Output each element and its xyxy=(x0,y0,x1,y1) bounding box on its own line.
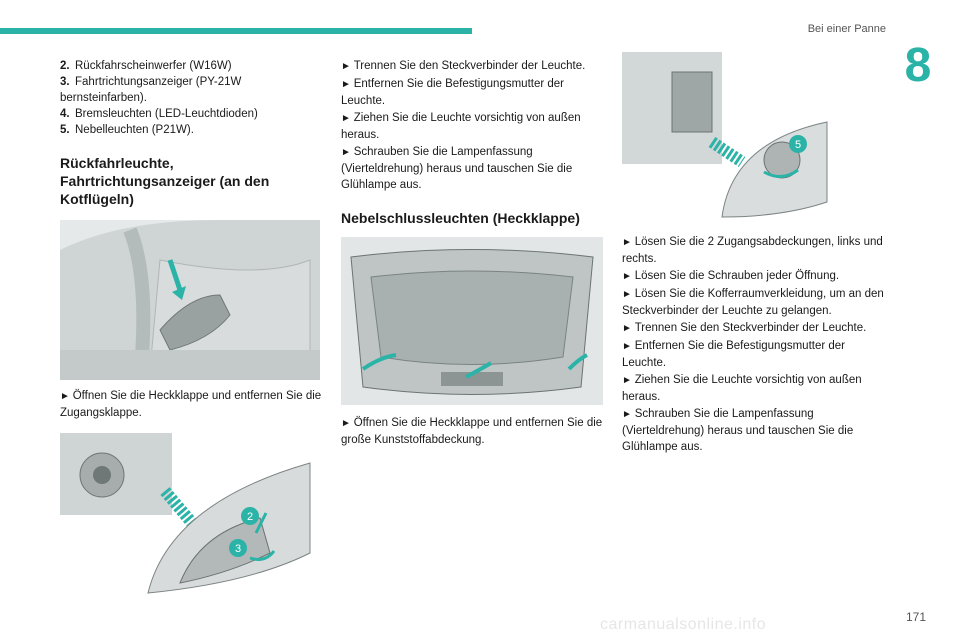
list-item: 2.Rückfahrscheinwerfer (W16W) xyxy=(60,60,232,72)
list-item: Entfernen Sie die Befestigungsmutter der… xyxy=(341,76,603,109)
list-item: Schrauben Sie die Lampenfassung (Viertel… xyxy=(341,144,603,193)
list-item: Ziehen Sie die Leuchte vorsichtig von au… xyxy=(341,110,603,143)
list-item: Trennen Sie den Steckverbinder der Leuch… xyxy=(622,320,884,337)
figure-trunk-side-panel xyxy=(60,220,320,380)
callout-3: 3 xyxy=(235,543,241,555)
section-heading: Rückfahrleuchte, Fahrtrichtungsanzeiger … xyxy=(60,155,270,207)
section-title: Bei einer Panne xyxy=(807,23,886,35)
callout-2: 2 xyxy=(247,511,253,523)
header-accent-bar xyxy=(0,28,472,34)
list-item: Lösen Sie die 2 Zugangsabdeckungen, link… xyxy=(622,234,884,267)
figure-rear-lamp-connector: 5 xyxy=(622,52,832,224)
callout-5: 5 xyxy=(795,139,801,151)
list-item: Trennen Sie den Steckverbinder der Leuch… xyxy=(341,58,603,75)
section-heading: Nebelschlussleuchten (Heckklappe) xyxy=(341,210,580,226)
column-right: 5 Lösen Sie die 2 Zugangsabdeckungen, li… xyxy=(622,52,884,456)
watermark: carmanualsonline.info xyxy=(600,616,767,633)
column-middle: Trennen Sie den Steckverbinder der Leuch… xyxy=(341,58,603,449)
list-item: Lösen Sie die Schrauben jeder Öffnung. xyxy=(622,268,884,285)
list-item: Lösen Sie die Kofferraumverkleidung, um … xyxy=(622,286,884,319)
parts-list: 2.Rückfahrscheinwerfer (W16W) 3.Fahrtric… xyxy=(60,58,322,138)
figure-tailgate-cover xyxy=(341,237,603,405)
figure-rear-lamp-side: 2 3 xyxy=(60,433,322,603)
list-item: 3.Fahrtrichtungsanzeiger (PY-21W bernste… xyxy=(60,76,242,104)
list-item: Schrauben Sie die Lampenfassung (Viertel… xyxy=(622,406,884,455)
list-item: Öffnen Sie die Heckklappe und entfernen … xyxy=(341,415,603,448)
list-item: 4.Bremsleuchten (LED-Leuchtdioden) xyxy=(60,108,258,120)
steps-list: Öffnen Sie die Heckklappe und entfernen … xyxy=(341,415,603,448)
list-item: Öffnen Sie die Heckklappe und entfernen … xyxy=(60,388,322,421)
list-item: 5.Nebelleuchten (P21W). xyxy=(60,124,194,136)
chapter-number: 8 xyxy=(904,39,932,92)
steps-list: Trennen Sie den Steckverbinder der Leuch… xyxy=(341,58,603,193)
list-item: Ziehen Sie die Leuchte vorsichtig von au… xyxy=(622,372,884,405)
column-left: 2.Rückfahrscheinwerfer (W16W) 3.Fahrtric… xyxy=(60,58,322,603)
page-number: 171 xyxy=(905,610,926,624)
list-item: Entfernen Sie die Befestigungsmutter der… xyxy=(622,338,884,371)
steps-list: Lösen Sie die 2 Zugangsabdeckungen, link… xyxy=(622,234,884,455)
steps-list: Öffnen Sie die Heckklappe und entfernen … xyxy=(60,388,322,421)
